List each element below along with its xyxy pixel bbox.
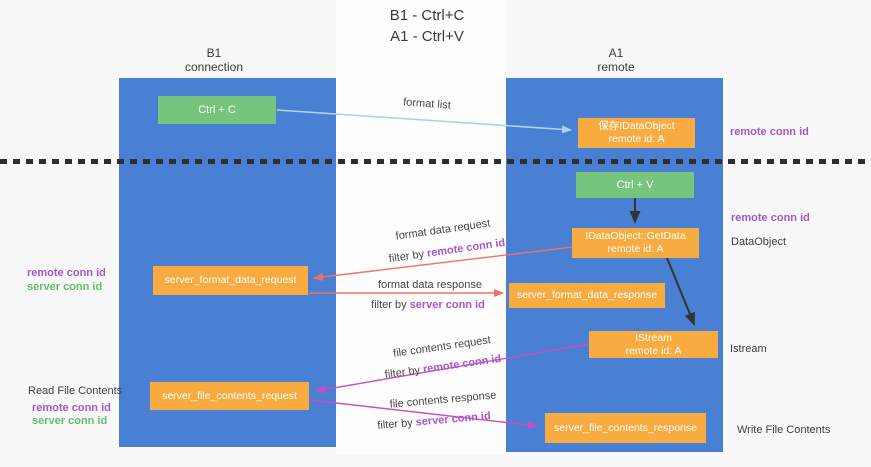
node-server-file-contents-response-label: server_file_contents_response [553, 421, 697, 434]
lane-header-b1: B1 connection [185, 46, 243, 74]
file-contents-request-arrow [315, 343, 590, 394]
node-server-format-data-response-label: server_format_data_response [516, 289, 658, 301]
node-server-file-contents-response: server_file_contents_response [545, 413, 706, 443]
lane-b1-subtitle: connection [184, 60, 244, 74]
node-ctrl-v-label: Ctrl + V [616, 178, 654, 191]
label-filter-by-server-1: filter by server conn id [371, 299, 485, 311]
side-istream: Istream [730, 343, 767, 355]
title-line-2: A1 - Ctrl+V [390, 28, 464, 45]
node-getdata-line2: remote id: A [607, 243, 664, 255]
lane-a1-name: A1 [608, 46, 624, 60]
side-read-file-contents: Read File Contents [28, 385, 123, 397]
node-istream-line2: remote id: A [625, 344, 682, 357]
side-left-remote-conn-id-2: remote conn id [32, 402, 111, 414]
title-line-1: B1 - Ctrl+C [389, 7, 465, 24]
node-idataobject-getdata: IDataObject::GetData remote id: A [572, 228, 699, 258]
node-server-format-data-response: server_format_data_response [509, 283, 665, 308]
lane-b1-name: B1 [206, 46, 222, 60]
diagram-title: B1 - Ctrl+C A1 - Ctrl+V [390, 5, 465, 47]
node-server-file-contents-request: server_file_contents_request [150, 382, 309, 410]
center-band [336, 0, 506, 455]
node-ctrl-c: Ctrl + C [158, 96, 276, 124]
node-save-idataobject-line1: 保存IDataObject [598, 120, 675, 132]
node-istream-line1: IStream [635, 331, 672, 344]
label-format-data-response: format data response [378, 279, 482, 291]
format-list-arrow [276, 109, 572, 134]
lane-a1-subtitle: remote [597, 60, 635, 74]
format-data-request-arrow [313, 246, 574, 281]
dashed-divider [0, 159, 871, 164]
node-ctrl-c-label: Ctrl + C [198, 103, 236, 116]
side-remote-conn-id-2: remote conn id [731, 212, 810, 224]
side-left-server-conn-id-2: server conn id [32, 415, 108, 427]
node-save-idataobject: 保存IDataObject remote id: A [578, 118, 695, 148]
node-server-format-data-request-label: server_format_data_request [164, 274, 297, 286]
file-contents-response-arrow [309, 399, 538, 429]
node-getdata-line1: IDataObject::GetData [585, 230, 686, 242]
side-left-remote-conn-id-1: remote conn id [27, 267, 106, 279]
side-write-file-contents: Write File Contents [737, 424, 831, 436]
node-save-idataobject-line2: remote id: A [608, 133, 665, 145]
node-ctrl-v: Ctrl + V [576, 172, 694, 198]
node-istream: IStream remote id: A [589, 331, 718, 358]
side-dataobject: DataObject [731, 236, 787, 248]
side-remote-conn-id-1: remote conn id [730, 126, 809, 138]
server-conn-id-text: server conn id [409, 299, 485, 311]
node-server-file-contents-request-label: server_file_contents_request [162, 389, 297, 402]
filter-by-text: filter by [371, 299, 410, 311]
side-left-server-conn-id-1: server conn id [27, 281, 103, 293]
lane-header-a1: A1 remote [597, 46, 634, 74]
node-server-format-data-request: server_format_data_request [153, 266, 308, 295]
getdata-to-istream-arrow [666, 257, 695, 326]
